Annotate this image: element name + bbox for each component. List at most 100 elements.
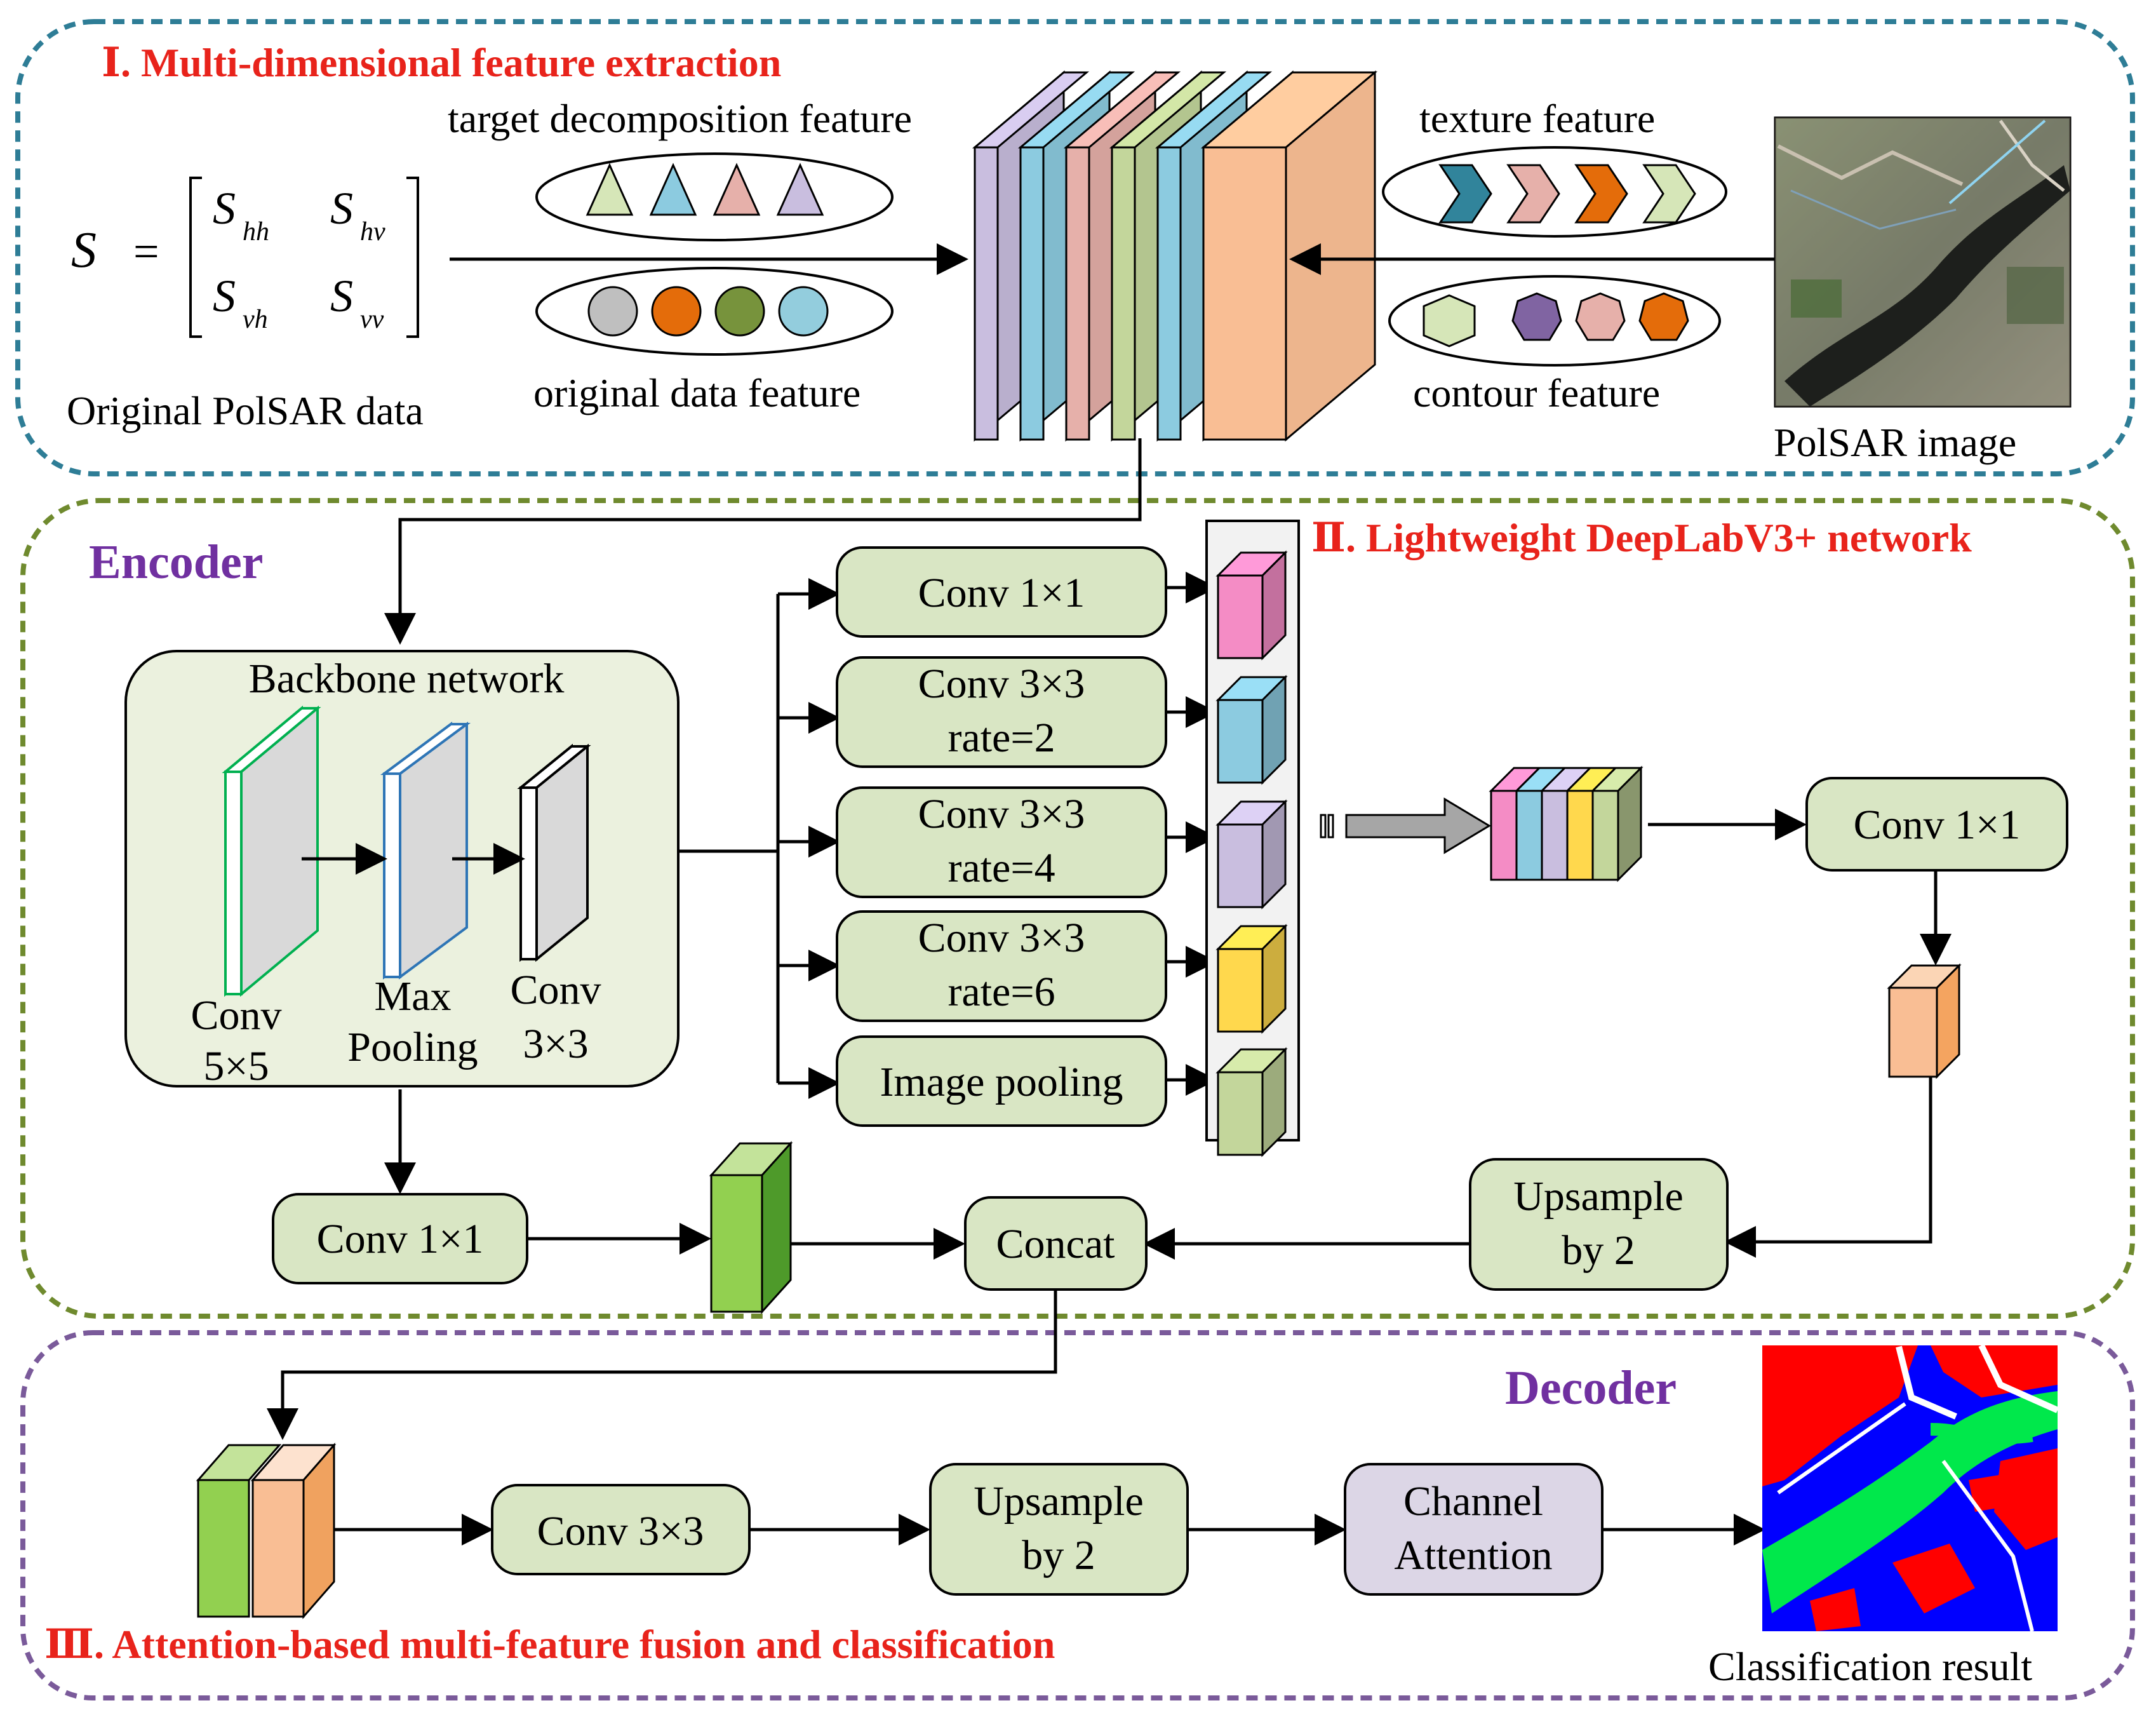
circle-orange-icon — [651, 286, 702, 337]
decoder-conv33-label: Conv 3×3 — [537, 1508, 704, 1554]
contour-feature-label: contour feature — [1413, 370, 1660, 415]
chevron-teal-icon — [1438, 164, 1492, 224]
matrix-s21: S — [213, 271, 236, 321]
matrix-s12-sub: hv — [360, 217, 385, 246]
aspp-rate4-label-a: Conv 3×3 — [918, 791, 1085, 837]
chevron-orange-icon — [1574, 164, 1628, 224]
arrow-stack-to-backbone — [384, 438, 1142, 645]
stack-slab-front-lavender — [974, 146, 999, 441]
target-decomposition-label: target decomposition feature — [448, 96, 912, 141]
matrix-s12: S — [330, 183, 353, 234]
heptagon-pink-icon — [1575, 292, 1626, 341]
matrix-s11-sub: hh — [243, 217, 269, 246]
concat-node: Concat — [964, 1196, 1148, 1291]
matrix-s11: S — [213, 183, 236, 234]
stack-slab-top-lavender — [972, 71, 1090, 149]
decoder-upsample-node: Upsample by 2 — [929, 1463, 1189, 1596]
aspp-rate2-label-b: rate=2 — [947, 715, 1055, 761]
encoder-conv1x1-low-label: Conv 1×1 — [317, 1216, 484, 1262]
decoder-upsample-label-a: Upsample — [974, 1478, 1144, 1525]
aspp-cube-front-yellow — [1217, 948, 1264, 1033]
decoder-conv33-node: Conv 3×3 — [491, 1484, 751, 1575]
triangle-pink-icon — [713, 163, 761, 216]
encoder-title: Encoder — [89, 535, 263, 589]
arrow-concat-to-decoder — [267, 1289, 1057, 1440]
stack-slab-front-blue — [1156, 146, 1182, 441]
feature-stack — [972, 70, 1378, 442]
encoder-orange-cube — [1887, 963, 1962, 1079]
conv55-label-b: 5×5 — [203, 1043, 269, 1089]
section-1-title: Ⅰ. Multi-dimensional feature extraction — [102, 40, 781, 85]
matrix-symbol: S — [71, 222, 97, 278]
conv33-label-a: Conv — [510, 967, 601, 1013]
backbone-conv33-layer — [517, 743, 591, 962]
target-feature-ellipse — [535, 152, 894, 241]
concat-block-front-yellow — [1566, 790, 1594, 881]
channel-attention-label-b: Attention — [1394, 1532, 1552, 1579]
concat-block-front-lavender — [1541, 790, 1569, 881]
aspp-conv1x1-label: Conv 1×1 — [918, 570, 1085, 616]
scattering-matrix: S = S hh S hv S vh S vv — [71, 177, 419, 338]
encoder-conv1x1-right-label: Conv 1×1 — [1854, 802, 2021, 848]
matrix-equals: = — [133, 226, 159, 277]
concat-block-front-blue — [1515, 790, 1543, 881]
concat-label: Concat — [996, 1221, 1115, 1267]
triangle-green-icon — [586, 163, 634, 216]
matrix-s21-sub: vh — [243, 305, 268, 334]
section-1-frame — [15, 19, 2135, 476]
original-polsar-label: Original PolSAR data — [67, 388, 424, 433]
conv55-label-a: Conv — [191, 992, 281, 1039]
aspp-rate2-label-a: Conv 3×3 — [918, 661, 1085, 707]
section-3-frame — [20, 1330, 2135, 1700]
aspp-rate6-node: Conv 3×3 rate=6 — [836, 910, 1167, 1022]
stack-slab-front-blue — [1019, 146, 1045, 441]
backbone-label: Backbone network — [249, 656, 565, 702]
polsar-image — [1774, 116, 2072, 408]
encoder-conv1x1-low-node: Conv 1×1 — [272, 1193, 528, 1284]
maxpool-label-a: Max — [375, 973, 452, 1020]
aspp-rate4-label-b: rate=4 — [947, 845, 1055, 891]
stack-slab-front-orange — [1202, 146, 1287, 441]
encoder-green-block — [709, 1141, 793, 1314]
hexagon-green-icon — [1423, 294, 1476, 347]
triangle-blue-icon — [649, 163, 697, 216]
stack-slab-top-salmon — [1063, 71, 1181, 149]
classification-result-map — [1762, 1343, 2059, 1632]
aspp-cube-front-blue — [1217, 699, 1264, 784]
aspp-rate4-node: Conv 3×3 rate=4 — [836, 786, 1167, 898]
classification-result-label: Classification result — [1708, 1644, 2032, 1689]
decoder-title: Decoder — [1505, 1361, 1677, 1415]
aspp-image-pooling-node: Image pooling — [836, 1035, 1167, 1127]
arrow-orange-cube-to-upsample — [1724, 1077, 1932, 1258]
aspp-cube-front-lavender — [1217, 823, 1264, 908]
chevron-pink-icon — [1506, 164, 1560, 224]
decoder-upsample-label-b: by 2 — [1022, 1532, 1095, 1579]
aspp-rate6-label-b: rate=6 — [947, 969, 1055, 1015]
conv33-label-b: 3×3 — [523, 1021, 588, 1067]
stack-slab-top-blue — [1155, 71, 1273, 149]
channel-attention-label-a: Channel — [1403, 1478, 1543, 1525]
maxpool-label-b: Pooling — [347, 1024, 478, 1070]
texture-feature-label: texture feature — [1419, 96, 1655, 141]
stack-slab-rightside-orange — [1285, 70, 1376, 442]
original-data-feature-label: original data feature — [533, 370, 860, 415]
channel-attention-node: Channel Attention — [1344, 1463, 1604, 1596]
stack-slab-top-green — [1109, 71, 1227, 149]
concat-block-front-green — [1591, 790, 1619, 881]
concatenated-feature-block — [1489, 765, 1644, 882]
polsar-image-label: PolSAR image — [1774, 420, 2016, 465]
aspp-cube-front-pink — [1217, 574, 1264, 659]
encoder-conv1x1-right-node: Conv 1×1 — [1805, 777, 2068, 872]
matrix-left-bracket — [189, 177, 202, 338]
matrix-s22: S — [330, 271, 353, 321]
matrix-right-bracket — [406, 177, 419, 338]
encoder-upsample-label-b: by 2 — [1562, 1227, 1635, 1274]
aspp-conv1x1-node: Conv 1×1 — [836, 546, 1167, 638]
aspp-rate2-node: Conv 3×3 rate=2 — [836, 656, 1167, 768]
decoder-fused-block — [196, 1443, 337, 1619]
stack-slab-top-blue — [1017, 71, 1135, 149]
aspp-image-pooling-label: Image pooling — [880, 1059, 1123, 1105]
gray-transition-arrow — [1320, 797, 1491, 854]
aspp-cube-front-green — [1217, 1071, 1264, 1156]
